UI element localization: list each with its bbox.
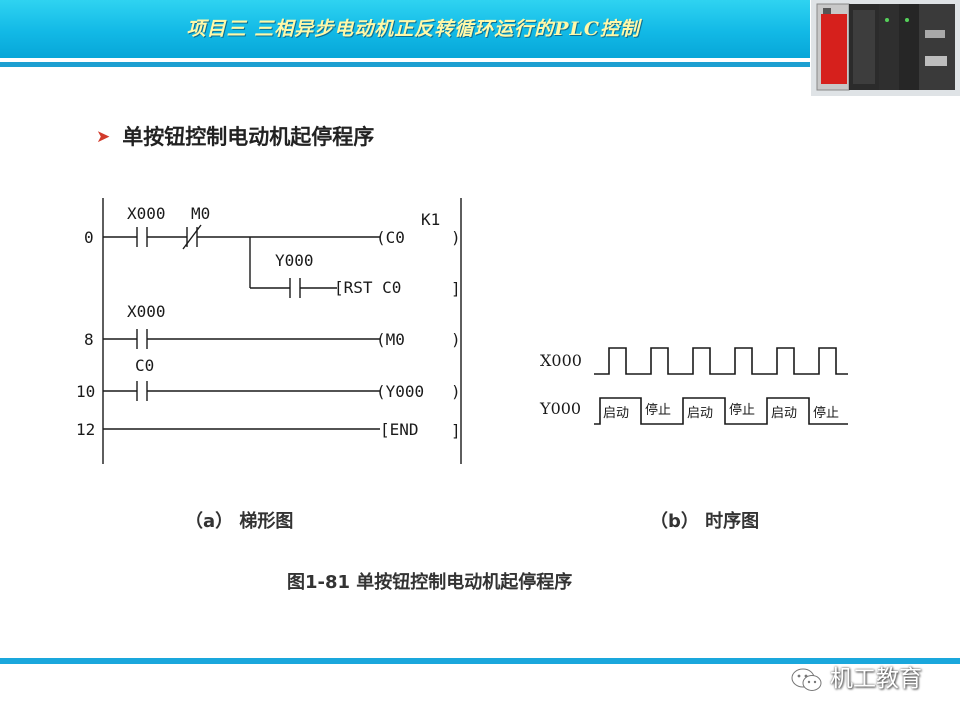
section-heading-text: 单按钮控制电动机起停程序: [122, 125, 375, 149]
contact-label-m0: M0: [191, 204, 210, 223]
caption-ladder: （a） 梯形图: [185, 511, 294, 532]
timing-segment-3: 启动: [687, 406, 713, 421]
timing-segment-5: 启动: [771, 406, 797, 421]
coil-m0: (M0: [376, 330, 405, 349]
footer-line: [0, 658, 960, 664]
section-heading: ➤ 单按钮控制电动机起停程序: [96, 122, 374, 152]
contact-label-x000-2: X000: [127, 302, 166, 321]
watermark: 机工教育: [790, 662, 922, 696]
timing-diagram: X000 Y000 启动 停止 启动 停止 启动 停止: [539, 347, 848, 425]
timing-segment-2: 停止: [645, 402, 671, 418]
instruction-rst-c0: [RST C0: [334, 278, 401, 297]
coil-y000: (Y000: [376, 382, 424, 401]
timing-label-y000: Y000: [539, 399, 581, 418]
rung-right-mark-0: ): [451, 228, 461, 247]
arrow-bullet-icon: ➤: [96, 127, 111, 147]
watermark-text: 机工教育: [830, 666, 922, 692]
rung-step-10: 10: [76, 382, 95, 401]
contact-label-x000: X000: [127, 204, 166, 223]
wechat-icon: [791, 668, 822, 691]
page-title: 项目三 三相异步电动机正反转循环运行的PLC控制: [186, 18, 640, 40]
rung-right-mark-3: ): [451, 382, 461, 401]
header-banner: 项目三 三相异步电动机正反转循环运行的PLC控制: [0, 0, 810, 58]
plc-hardware-icon: [811, 0, 960, 96]
rung-step-0: 0: [84, 228, 94, 247]
header-stripe: [0, 62, 810, 67]
rung-right-mark-1: ]: [451, 279, 461, 298]
timing-segment-6: 停止: [813, 405, 839, 421]
figure-caption: 图1-81 单按钮控制电动机起停程序: [287, 572, 573, 593]
timing-segment-4: 停止: [729, 402, 755, 418]
rung-step-12: 12: [76, 420, 95, 439]
ladder-diagram: 0 X000 M0 (C0 K1 ) Y000 [RST C0 ] 8 X000…: [76, 198, 462, 464]
contact-label-c0: C0: [135, 356, 154, 375]
coil-c0: (C0: [376, 228, 405, 247]
rung-right-mark-4: ]: [451, 421, 461, 440]
rung-step-8: 8: [84, 330, 94, 349]
instruction-end: [END: [380, 420, 419, 439]
coil-constant-k1: K1: [421, 210, 440, 229]
contact-label-y000: Y000: [275, 251, 314, 270]
timing-segment-1: 启动: [603, 406, 629, 421]
caption-timing: （b） 时序图: [650, 511, 760, 532]
timing-label-x000: X000: [540, 351, 582, 370]
rung-right-mark-2: ): [451, 330, 461, 349]
